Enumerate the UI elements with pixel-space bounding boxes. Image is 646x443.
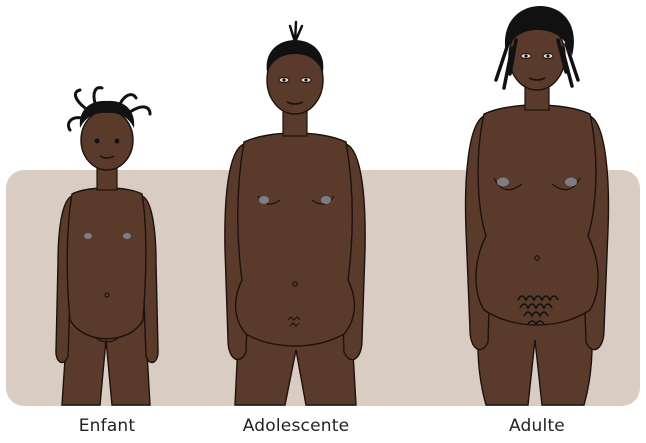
enfant-torso bbox=[67, 188, 146, 339]
figure-adolescente bbox=[225, 22, 365, 405]
figure-enfant bbox=[56, 88, 158, 405]
enfant-head bbox=[81, 110, 133, 170]
figure-adulte bbox=[466, 6, 609, 405]
adulte-torso bbox=[476, 105, 598, 325]
caption-adulte: Adulte bbox=[509, 416, 565, 436]
caption-adolescente: Adolescente bbox=[243, 416, 349, 436]
adolescente-torso bbox=[236, 133, 355, 346]
caption-enfant: Enfant bbox=[79, 416, 136, 436]
